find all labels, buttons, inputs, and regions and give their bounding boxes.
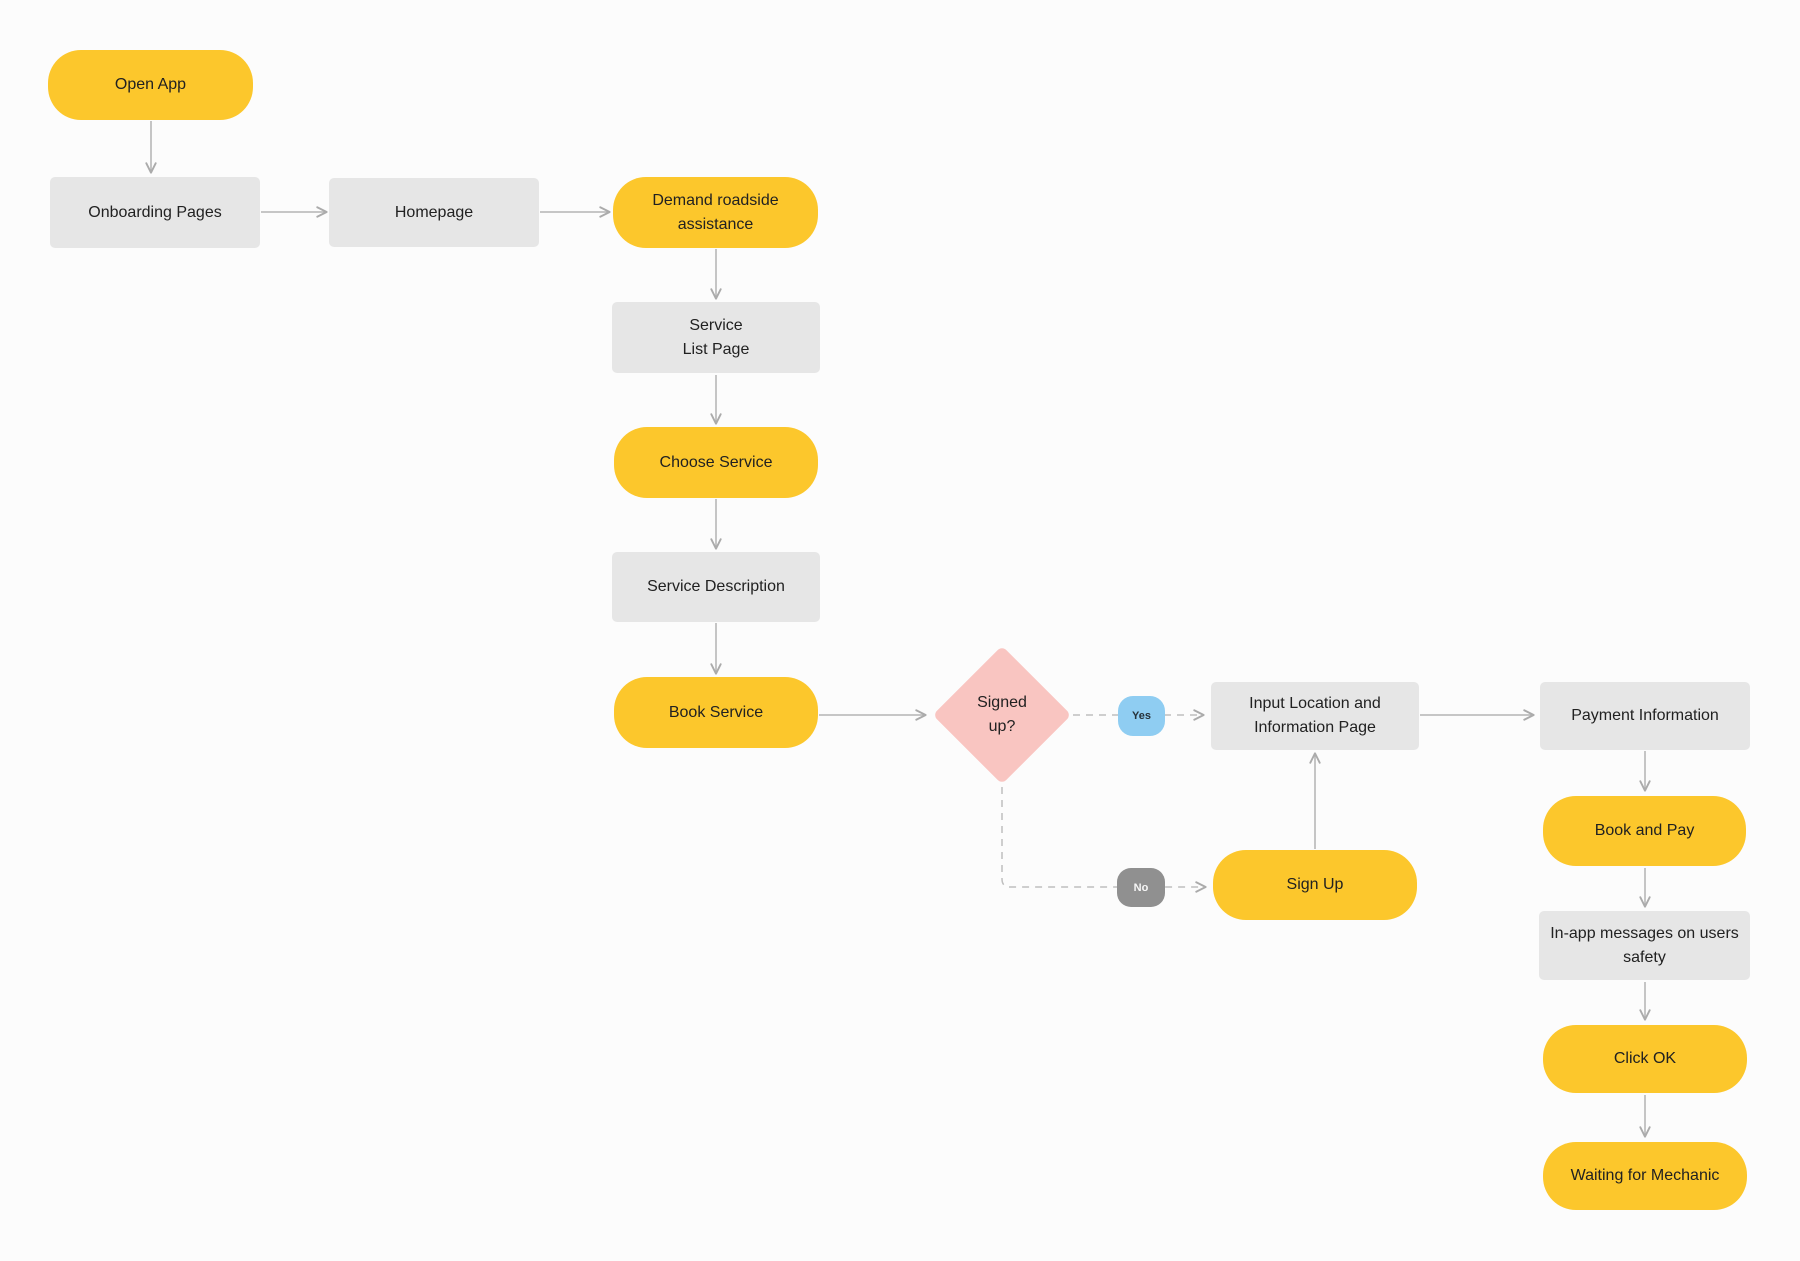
node-label: Input Location and Information Page	[1249, 695, 1381, 736]
node-sign-up[interactable]: Sign Up	[1213, 850, 1417, 920]
node-input-location-page[interactable]: Input Location and Information Page	[1211, 682, 1419, 750]
node-open-app[interactable]: Open App	[48, 50, 253, 120]
node-book-and-pay[interactable]: Book and Pay	[1543, 796, 1746, 866]
node-demand-roadside-assistance[interactable]: Demand roadside assistance	[613, 177, 818, 248]
decision-signed-up[interactable]: Signed up?	[932, 645, 1072, 785]
node-waiting-for-mechanic[interactable]: Waiting for Mechanic	[1543, 1142, 1747, 1210]
edge-label-yes[interactable]: Yes	[1118, 696, 1165, 736]
node-label: In-app messages on users safety	[1550, 924, 1739, 966]
node-label: Waiting for Mechanic	[1570, 1167, 1720, 1184]
edge-decision-no	[1001, 787, 1207, 893]
node-label: Demand roadside assistance	[652, 191, 779, 233]
node-label: Service List Page	[682, 316, 750, 358]
node-click-ok[interactable]: Click OK	[1543, 1025, 1747, 1093]
node-onboarding-pages[interactable]: Onboarding Pages	[50, 177, 260, 248]
node-label: Homepage	[394, 203, 474, 221]
node-label: Onboarding Pages	[88, 203, 222, 221]
node-label: Sign Up	[1286, 876, 1344, 893]
node-label: Choose Service	[659, 453, 773, 471]
node-payment-information[interactable]: Payment Information	[1540, 682, 1750, 750]
node-label: Signed up?	[977, 694, 1027, 735]
node-book-service[interactable]: Book Service	[614, 677, 818, 748]
node-homepage[interactable]: Homepage	[329, 178, 539, 247]
node-label: Payment Information	[1571, 707, 1719, 724]
node-label: Click OK	[1613, 1050, 1677, 1067]
node-service-description[interactable]: Service Description	[612, 552, 820, 622]
node-label: Service Description	[647, 578, 785, 595]
node-in-app-safety-message[interactable]: In-app messages on users safety	[1539, 911, 1750, 980]
edge-label-no[interactable]: No	[1117, 868, 1165, 907]
node-label: Book Service	[668, 703, 764, 721]
node-label: Open App	[114, 76, 187, 93]
edge-label-text: Yes	[1132, 710, 1151, 722]
node-label: Book and Pay	[1594, 822, 1695, 839]
edge-label-text: No	[1133, 881, 1149, 894]
node-service-list-page[interactable]: Service List Page	[612, 302, 820, 373]
node-choose-service[interactable]: Choose Service	[614, 427, 818, 498]
